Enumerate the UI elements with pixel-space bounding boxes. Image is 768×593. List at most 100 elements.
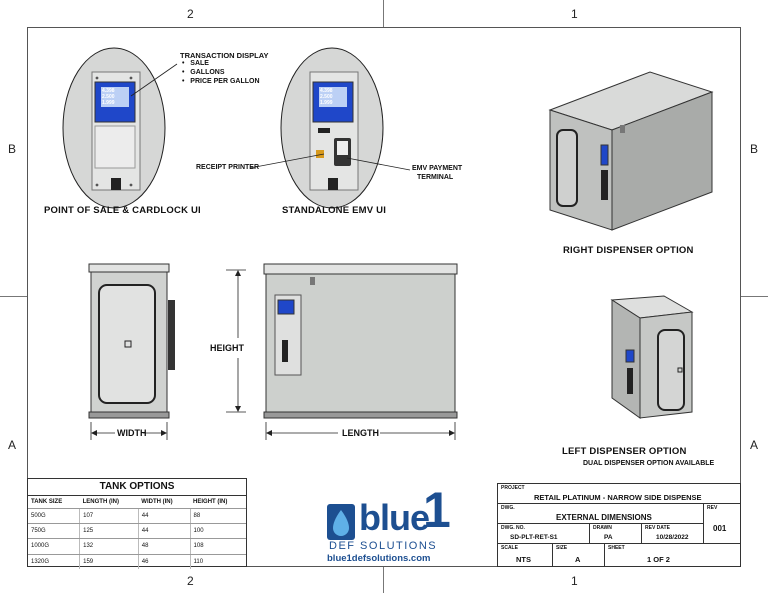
- logo-tagline: DEF SOLUTIONS: [329, 540, 438, 552]
- sheet-caption: SHEET: [608, 545, 625, 551]
- tank-options-title: TANK OPTIONS: [28, 479, 246, 496]
- tank-width: 48: [138, 538, 191, 555]
- dwg-caption: DWG.: [501, 505, 515, 511]
- emv-screen-line: 4.398: [320, 88, 333, 94]
- zone-marker: 1: [571, 574, 578, 588]
- drawing-frame: [27, 27, 741, 567]
- tank-height: 88: [190, 508, 246, 525]
- project-caption: PROJECT: [501, 485, 525, 491]
- zone-marker: 2: [187, 7, 194, 21]
- callout-item: PRICE PER GALLON: [190, 78, 260, 85]
- zone-divider: [383, 0, 384, 27]
- tank-width: 46: [138, 554, 191, 569]
- pos-screen-line: 2.500: [102, 94, 115, 100]
- callout-bullet: • GALLONS: [182, 69, 225, 76]
- tank-height: 108: [190, 538, 246, 555]
- tank-size: 1000G: [28, 538, 81, 555]
- revdate-value: 10/28/2022: [656, 534, 689, 541]
- zone-divider: [741, 296, 768, 297]
- transaction-display-title: TRANSACTION DISPLAY: [180, 51, 269, 60]
- tank-size: 500G: [28, 508, 81, 525]
- right-dispenser-label: RIGHT DISPENSER OPTION: [563, 245, 694, 256]
- tank-length: 107: [79, 508, 139, 525]
- height-dimension-label: HEIGHT: [210, 343, 245, 353]
- width-dimension-label: WIDTH: [117, 428, 147, 438]
- tank-height: 110: [193, 558, 204, 565]
- table-row: 750G 125 44 100: [28, 523, 246, 540]
- zone-marker: 2: [187, 574, 194, 588]
- table-row: 1000G 132 48 108: [28, 538, 246, 555]
- zone-marker: A: [750, 438, 759, 452]
- left-dispenser-label: LEFT DISPENSER OPTION: [562, 446, 687, 457]
- dwg-cell: DWG. EXTERNAL DIMENSIONS: [498, 504, 704, 524]
- size-caption: SIZE: [556, 545, 568, 551]
- table-row: 1320G 159 46 110: [28, 554, 246, 569]
- emv-terminal-label: TERMINAL: [417, 174, 454, 181]
- scale-caption: SCALE: [501, 545, 518, 551]
- callout-item: GALLONS: [190, 69, 225, 76]
- logo-word: blue: [359, 497, 430, 538]
- rev-value: 001: [713, 524, 727, 533]
- logo-url[interactable]: blue1defsolutions.com: [327, 553, 431, 564]
- pos-screen-line: 1.999: [102, 100, 115, 106]
- tank-size: 1320G: [28, 554, 81, 569]
- emv-terminal-label: EMV PAYMENT: [412, 165, 463, 172]
- tank-size: 750G: [28, 523, 81, 540]
- zone-marker: B: [750, 142, 759, 156]
- pos-screen-line: 4.398: [102, 88, 115, 94]
- length-dimension-label: LENGTH: [342, 428, 379, 438]
- title-block: PROJECT RETAIL PLATINUM - NARROW SIDE DI…: [497, 483, 741, 567]
- revdate-caption: REV DATE: [645, 525, 670, 531]
- tank-options-table: TANK OPTIONS TANK SIZE LENGTH (IN) WIDTH…: [27, 478, 247, 569]
- zone-marker: 1: [571, 7, 578, 21]
- emv-ui-label: STANDALONE EMV UI: [282, 205, 387, 216]
- callout-bullet: • PRICE PER GALLON: [182, 78, 260, 85]
- dwgno-caption: DWG. NO.: [501, 525, 525, 531]
- column-header: TANK SIZE: [28, 496, 80, 509]
- callout-bullet: • SALE: [182, 60, 209, 67]
- company-logo: blue 1 DEF SOLUTIONS blue1defsolutions.c…: [327, 484, 451, 564]
- table-row: 500G 107 44 88: [28, 508, 246, 525]
- tank-length: 159: [79, 554, 139, 569]
- drawn-cell: DRAWN PA: [590, 524, 642, 544]
- dwgno-cell: DWG. NO. SD-PLT-RET-S1: [498, 524, 590, 544]
- revdate-cell: REV DATE 10/28/2022: [642, 524, 704, 544]
- tank-width: 44: [138, 508, 191, 525]
- column-header: LENGTH (IN): [79, 496, 139, 509]
- pos-ui-label: POINT OF SALE & CARDLOCK UI: [44, 205, 201, 216]
- tank-length: 132: [79, 538, 139, 555]
- tank-width: 44: [138, 523, 191, 540]
- dwg-title: EXTERNAL DIMENSIONS: [556, 513, 652, 522]
- rev-cell: REV 001: [704, 504, 740, 544]
- emv-screen-line: 1.999: [320, 100, 333, 106]
- zone-marker: B: [8, 142, 17, 156]
- dual-dispenser-note: DUAL DISPENSER OPTION AVAILABLE: [583, 460, 715, 467]
- tank-height: 100: [190, 523, 246, 540]
- column-header: HEIGHT (IN): [190, 496, 246, 509]
- logo-numeral: 1: [423, 482, 451, 538]
- size-cell: SIZE A: [553, 544, 605, 566]
- drawn-caption: DRAWN: [593, 525, 612, 531]
- zone-divider: [383, 567, 384, 593]
- project-cell: PROJECT RETAIL PLATINUM - NARROW SIDE DI…: [498, 484, 740, 504]
- table-header-row: TANK SIZE LENGTH (IN) WIDTH (IN) HEIGHT …: [28, 496, 246, 509]
- water-drop-icon: [327, 504, 355, 540]
- sheet-cell: SHEET 1 OF 2: [605, 544, 740, 566]
- column-header: WIDTH (IN): [138, 496, 191, 509]
- callout-item: SALE: [190, 60, 209, 67]
- rev-caption: REV: [707, 505, 718, 511]
- drawn-value: PA: [604, 534, 613, 541]
- dwgno-value: SD-PLT-RET-S1: [510, 534, 558, 541]
- emv-screen-line: 2.500: [320, 94, 333, 100]
- scale-cell: SCALE NTS: [498, 544, 553, 566]
- zone-divider: [0, 296, 27, 297]
- zone-marker: A: [8, 438, 17, 452]
- receipt-printer-label: RECEIPT PRINTER: [196, 164, 260, 171]
- scale-value: NTS: [516, 555, 531, 564]
- tank-length: 125: [79, 523, 139, 540]
